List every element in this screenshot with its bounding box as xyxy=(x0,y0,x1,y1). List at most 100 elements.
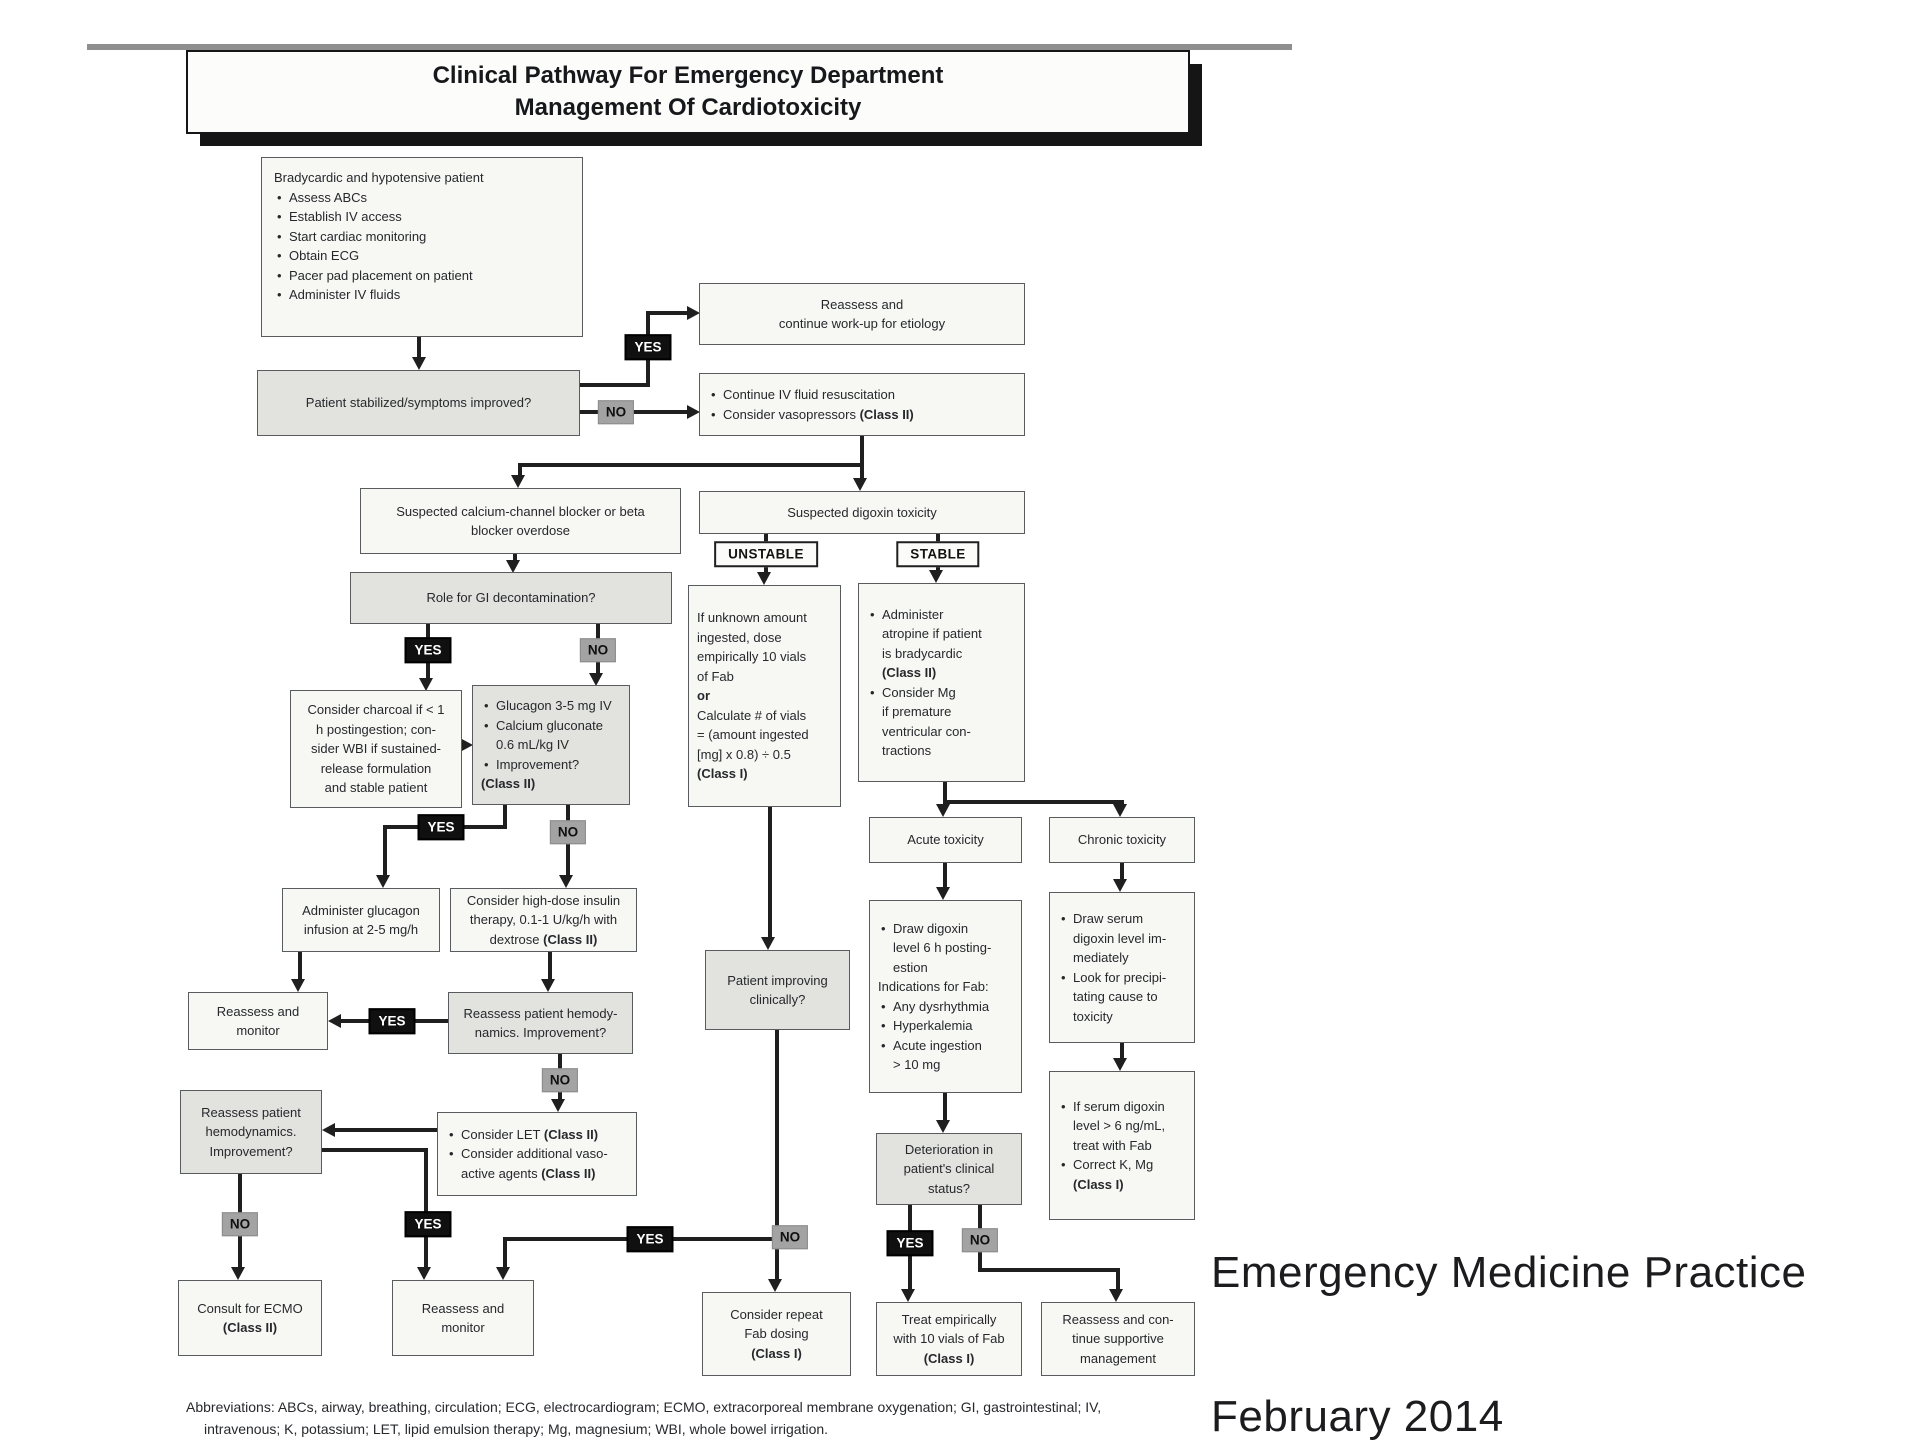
bullet-item: Improvement? xyxy=(481,755,621,775)
node-text: Patient improving xyxy=(727,972,828,988)
bullet-item: Any dysrhythmia xyxy=(878,997,1013,1017)
node-text: Treat empirically xyxy=(901,1311,997,1327)
node-text: dextrose (Class II) xyxy=(489,931,598,947)
node-text: Reassess and con- xyxy=(1062,1311,1174,1327)
node-text: Calculate # of vials xyxy=(697,707,807,723)
connector-line xyxy=(322,1148,428,1152)
arrowhead xyxy=(419,678,433,691)
connector-line xyxy=(860,436,864,478)
badge-yes: YES xyxy=(886,1230,934,1256)
node-text: infusion at 2-5 mg/h xyxy=(303,922,419,937)
badge-yes: YES xyxy=(404,1211,452,1237)
node-reassess-monitor-bottom: Reassess and monitor xyxy=(392,1280,534,1356)
badge-yes: YES xyxy=(624,334,672,360)
node-text: status? xyxy=(928,1180,970,1196)
node-deterioration-status: Deterioration in patient's clinical stat… xyxy=(876,1133,1022,1205)
node-text: Reassess and xyxy=(421,1300,505,1316)
badge-yes: YES xyxy=(626,1226,674,1252)
node-glucagon-infusion: Administer glucagon infusion at 2-5 mg/h xyxy=(282,888,440,952)
arrowhead xyxy=(757,572,771,585)
node-text: Acute toxicity xyxy=(907,832,984,848)
node-text: hemodynamics. xyxy=(205,1124,297,1140)
node-heading: Bradycardic and hypotensive patient xyxy=(274,170,484,185)
issue-date: February 2014 xyxy=(1211,1392,1504,1440)
node-text: Role for GI decontamination? xyxy=(426,590,596,606)
arrowhead xyxy=(1113,804,1127,817)
bullet-item: Establish IV access xyxy=(274,207,570,227)
arrowhead xyxy=(853,478,867,491)
node-text: sider WBI if sustained- xyxy=(310,741,442,757)
bullet-item: Obtain ECG xyxy=(274,246,570,266)
node-text: continue work-up for etiology xyxy=(778,316,946,331)
connector-line xyxy=(978,1268,1120,1272)
badge-yes: YES xyxy=(417,814,465,840)
bullet-item: Administer IV fluids xyxy=(274,285,570,305)
node-text: Reassess patient hemody- xyxy=(463,1005,618,1021)
class-label: (Class I) xyxy=(697,766,748,782)
header-rule xyxy=(87,44,1292,50)
node-text: of Fab xyxy=(697,668,734,684)
node-text: Consider high-dose insulin xyxy=(466,892,621,908)
node-text: management xyxy=(1080,1350,1156,1366)
arrowhead xyxy=(412,357,426,370)
node-text: monitor xyxy=(236,1023,280,1038)
arrowhead xyxy=(460,738,473,752)
node-reassess-hemodynamics-mid: Reassess patient hemody- namics. Improve… xyxy=(448,992,633,1054)
node-bradycardic-patient: Bradycardic and hypotensive patient Asse… xyxy=(261,157,583,337)
bullet-item: Pacer pad placement on patient xyxy=(274,266,570,286)
journal-name: Emergency Medicine Practice xyxy=(1211,1248,1807,1297)
node-high-dose-insulin: Consider high-dose insulin therapy, 0.1-… xyxy=(450,888,637,952)
node-text: Improvement? xyxy=(209,1143,293,1159)
connector-line xyxy=(646,311,688,315)
node-text: [mg] x 0.8) ÷ 0.5 xyxy=(697,746,791,762)
node-reassess-hemodynamics-low: Reassess patient hemodynamics. Improveme… xyxy=(180,1090,322,1174)
node-text: Fab dosing xyxy=(744,1326,809,1342)
node-reassess-supportive: Reassess and con- tinue supportive manag… xyxy=(1041,1302,1195,1376)
arrowhead xyxy=(936,804,950,817)
arrowhead xyxy=(936,887,950,900)
connector-line xyxy=(775,1030,779,1280)
arrowhead xyxy=(291,979,305,992)
node-text: Consider charcoal if < 1 xyxy=(307,702,445,718)
node-text: release formulation xyxy=(320,760,432,776)
connector-line xyxy=(518,463,522,476)
node-text: If unknown amount xyxy=(697,610,807,626)
page-title: Clinical Pathway For Emergency Departmen… xyxy=(186,50,1190,134)
connector-line xyxy=(1120,800,1124,805)
class-label: (Class I) xyxy=(1073,1176,1124,1192)
node-text: h postingestion; con- xyxy=(316,721,436,737)
arrowhead xyxy=(761,937,775,950)
node-text: Deterioration in xyxy=(904,1141,994,1157)
node-patient-stabilized: Patient stabilized/symptoms improved? xyxy=(257,370,580,436)
bullet-item: Correct K, Mg xyxy=(1058,1155,1186,1175)
arrowhead xyxy=(687,405,700,419)
arrowhead xyxy=(231,1267,245,1280)
connector-line xyxy=(943,1093,947,1121)
class-label: (Class I) xyxy=(751,1345,802,1361)
arrowhead xyxy=(589,673,603,686)
node-text: patient's clinical xyxy=(903,1161,995,1177)
abbreviations: Abbreviations: ABCs, airway, breathing, … xyxy=(186,1396,1196,1440)
node-text: = (amount ingested xyxy=(697,727,809,743)
node-text: Suspected calcium-channel blocker or bet… xyxy=(396,503,645,519)
arrowhead xyxy=(322,1123,335,1137)
node-glucagon-calcium: Glucagon 3-5 mg IV Calcium gluconate0.6 … xyxy=(472,685,630,805)
connector-line xyxy=(943,800,1124,804)
node-suspected-ccb-overdose: Suspected calcium-channel blocker or bet… xyxy=(360,488,681,554)
node-text: blocker overdose xyxy=(471,523,570,538)
bullet-item: Acute ingestion> 10 mg xyxy=(878,1036,1013,1075)
node-text: Reassess and xyxy=(820,296,904,312)
badge-no: NO xyxy=(579,638,617,662)
arrowhead xyxy=(328,1014,341,1028)
node-text: Chronic toxicity xyxy=(1077,832,1167,848)
connector-line xyxy=(1120,1043,1124,1059)
node-treat-empirically-fab: Treat empirically with 10 vials of Fab (… xyxy=(876,1302,1022,1376)
